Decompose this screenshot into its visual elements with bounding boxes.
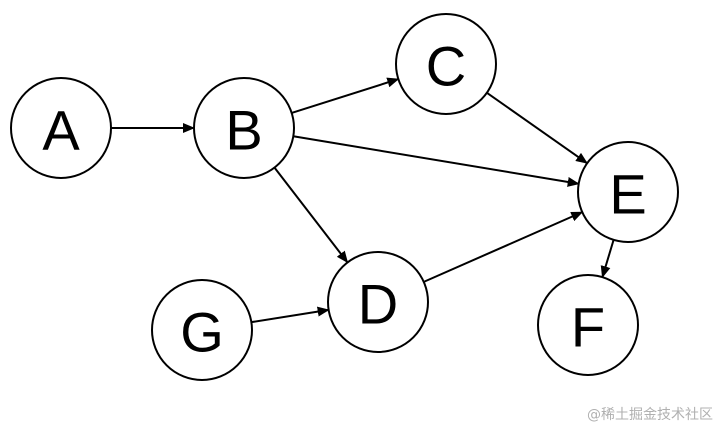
node-label: A — [42, 99, 80, 162]
node-c: C — [395, 13, 497, 115]
node-b: B — [193, 77, 295, 179]
edge-d-to-e — [423, 211, 584, 283]
node-d: D — [327, 251, 429, 353]
node-circle — [537, 274, 639, 376]
node-circle — [577, 141, 679, 243]
node-f: F — [537, 274, 639, 376]
node-label: G — [180, 301, 224, 364]
node-a: A — [10, 77, 112, 179]
watermark-text: @稀土掘金技术社区 — [587, 407, 713, 423]
node-g: G — [151, 279, 253, 381]
node-label: E — [609, 163, 646, 226]
node-circle — [193, 77, 295, 179]
node-e: E — [577, 141, 679, 243]
node-label: C — [426, 35, 466, 98]
node-circle — [10, 77, 112, 179]
edge-b-to-d — [273, 167, 349, 264]
node-label: F — [571, 296, 605, 359]
node-circle — [151, 279, 253, 381]
nodes-layer: A B C D E F G — [10, 13, 679, 381]
edge-c-to-e — [486, 91, 588, 165]
node-label: B — [225, 99, 262, 162]
edge-g-to-d — [251, 306, 330, 324]
edge-b-to-e — [293, 135, 580, 187]
edge-b-to-c — [291, 77, 400, 114]
node-circle — [327, 251, 429, 353]
edges-layer — [111, 77, 615, 324]
node-circle — [395, 13, 497, 115]
edge-e-to-f — [600, 239, 615, 279]
node-label: D — [358, 273, 398, 336]
